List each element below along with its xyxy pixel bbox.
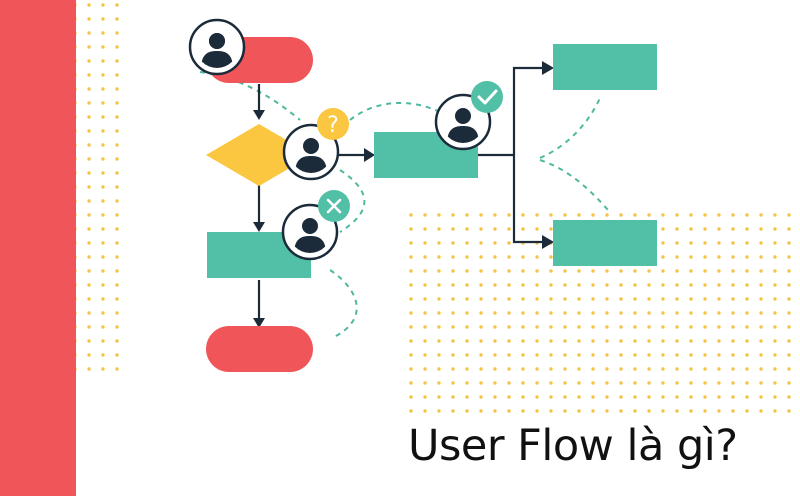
question-badge-icon: ? xyxy=(317,108,349,140)
check-badge-icon xyxy=(471,81,503,113)
dot-pattern-left xyxy=(76,0,126,372)
connector-branch xyxy=(512,66,544,244)
arrowhead-down-2 xyxy=(253,222,265,232)
arrowhead-right-mid xyxy=(364,148,375,162)
end-pill xyxy=(206,326,313,372)
arrowhead-down-1 xyxy=(253,110,265,120)
user-avatar-icon-start xyxy=(188,18,246,76)
dashed-curve-right-upper xyxy=(539,97,601,159)
dashed-curve-mid xyxy=(349,102,441,121)
page-caption: User Flow là gì? xyxy=(408,421,738,471)
arrowheads xyxy=(253,61,554,328)
flow-connectors xyxy=(257,66,544,318)
dashed-curve-right-lower xyxy=(539,159,609,211)
arrowhead-down-3 xyxy=(253,318,265,328)
left-red-bar xyxy=(0,0,76,496)
question-glyph: ? xyxy=(327,113,339,138)
process-box-top-right xyxy=(553,44,657,90)
user-avatar-icon-decision xyxy=(282,123,340,181)
process-box-bottom-right xyxy=(553,220,657,266)
dashed-curve-lower xyxy=(339,169,366,233)
arrowhead-right-bottom xyxy=(542,235,554,249)
arrowhead-right-top xyxy=(542,61,554,75)
decision-diamond xyxy=(206,124,312,186)
user-avatar-icon-lower xyxy=(281,203,339,261)
dashed-curve-bottom xyxy=(329,269,358,339)
cross-badge-icon xyxy=(318,190,350,222)
